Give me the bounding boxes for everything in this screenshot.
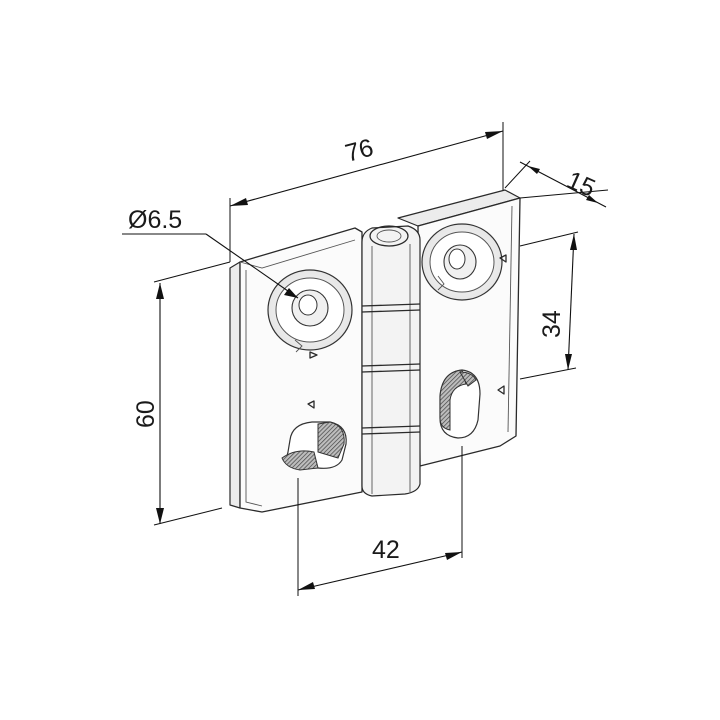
dimension-hole-diameter: Ø6.5: [122, 206, 299, 299]
dimension-height-label: 60: [132, 400, 160, 428]
dimension-height: 60: [132, 261, 231, 526]
dimension-hole-spacing-horizontal: 42: [297, 446, 463, 596]
hinge-part: [229, 189, 521, 513]
hinge-knuckle: [361, 225, 421, 497]
hinge-pin: [369, 225, 409, 247]
right-countersunk-hole: [421, 223, 503, 301]
left-slot: [281, 421, 347, 471]
left-plate-side: [229, 261, 241, 509]
dimension-width-label: 76: [342, 134, 376, 168]
dimension-depth-label: 15: [563, 166, 600, 203]
dimension-width: 76: [229, 122, 504, 262]
dimension-hole-spacing-vertical-label: 34: [538, 310, 566, 338]
dimension-hole-spacing-horizontal-label: 42: [372, 536, 400, 564]
right-slot: [439, 369, 481, 439]
dimension-hole-spacing-vertical: 34: [519, 231, 579, 380]
dimension-hole-diameter-label: Ø6.5: [128, 206, 182, 234]
